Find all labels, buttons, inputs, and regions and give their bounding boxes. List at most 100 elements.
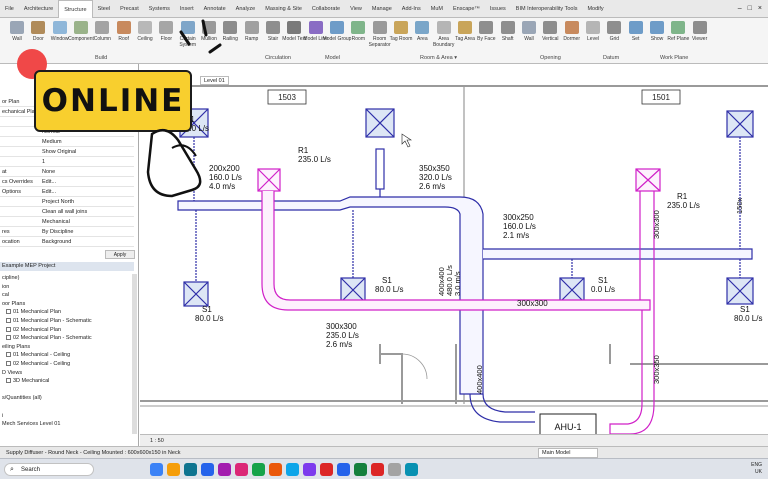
drawing-canvas[interactable]: 1503 1501 — [140, 64, 768, 434]
property-row[interactable]: cs OverridesEdit... — [0, 178, 134, 187]
ribbon-tab-7[interactable]: Annotate — [199, 0, 231, 18]
ribbon-tab-6[interactable]: Insert — [175, 0, 199, 18]
shaft-icon — [501, 21, 515, 34]
browser-tree-item[interactable]: s/Quantities (all) — [2, 394, 42, 402]
keyboard-layout: UK — [751, 469, 762, 476]
property-value[interactable]: Show Original — [42, 148, 76, 157]
door-icon — [31, 21, 45, 34]
ref-plane-icon — [671, 21, 685, 34]
property-value[interactable]: By Discipline — [42, 228, 73, 237]
taskbar-app-icon[interactable] — [167, 463, 180, 476]
system-tray[interactable]: ENG UK — [751, 462, 762, 476]
ribbon-group-label: Build — [95, 55, 107, 61]
browser-tree-item[interactable]: 02 Mechanical - Ceiling — [6, 360, 70, 368]
project-browser-scrollbar[interactable] — [132, 274, 137, 434]
browser-tree-item[interactable]: 02 Mechanical Plan - Schematic — [6, 334, 92, 342]
ribbon-tab-8[interactable]: Analyze — [231, 0, 261, 18]
minimize-icon[interactable]: – — [738, 5, 742, 12]
taskbar-app-icon[interactable] — [218, 463, 231, 476]
browser-tree-item[interactable]: 01 Mechanical Plan — [6, 308, 61, 316]
taskbar-app-icon[interactable] — [320, 463, 333, 476]
window-controls[interactable]: –□ × — [738, 5, 768, 12]
property-row[interactable]: ocationBackground — [0, 238, 134, 247]
property-key: at — [2, 168, 7, 177]
property-value[interactable]: Medium — [42, 138, 62, 147]
maximize-icon[interactable]: □ — [748, 5, 752, 12]
property-value[interactable]: None — [42, 168, 55, 177]
property-row[interactable]: Show Original — [0, 148, 134, 157]
tool-viewer[interactable]: Viewer — [685, 21, 715, 42]
railing-icon — [223, 21, 237, 34]
browser-tree-item[interactable]: 01 Mechanical Plan - Schematic — [6, 317, 92, 325]
apply-button[interactable]: Apply — [105, 250, 135, 259]
ribbon-tab-17[interactable]: BIM Interoperability Tools — [511, 0, 583, 18]
ribbon-tab-18[interactable]: Modify — [582, 0, 608, 18]
browser-tree-item[interactable]: 3D Mechanical — [6, 377, 49, 385]
property-row[interactable]: OptionsEdit... — [0, 188, 134, 197]
ribbon-tab-16[interactable]: Issues — [485, 0, 511, 18]
active-model-selector[interactable]: Main Model — [538, 448, 598, 458]
taskbar-app-icon[interactable] — [184, 463, 197, 476]
ribbon-tab-3[interactable]: Steel — [93, 0, 116, 18]
view-scale[interactable]: 1 : 50 — [150, 438, 164, 444]
ribbon-tab-15[interactable]: Enscape™ — [448, 0, 485, 18]
taskbar-app-icon[interactable] — [337, 463, 350, 476]
browser-tree-item[interactable]: D Views — [2, 369, 22, 377]
browser-tree-item[interactable]: Mech Services Level 01 — [2, 420, 60, 428]
view-tab-level-01[interactable]: Level 01 — [200, 76, 229, 85]
property-value[interactable]: Edit... — [42, 178, 56, 187]
taskbar-search-box[interactable]: ⌕ Search — [4, 463, 94, 476]
ribbon-tab-11[interactable]: View — [345, 0, 367, 18]
taskbar-app-icon[interactable] — [286, 463, 299, 476]
property-value[interactable]: Mechanical — [42, 218, 70, 227]
taskbar-app-icon[interactable] — [201, 463, 214, 476]
mep-drawing: 1503 1501 — [140, 64, 768, 434]
ribbon-tab-10[interactable]: Collaborate — [307, 0, 345, 18]
taskbar-app-icon[interactable] — [303, 463, 316, 476]
property-row[interactable]: 1 — [0, 158, 134, 167]
property-value[interactable]: Background — [42, 238, 71, 247]
taskbar-search-label: Search — [21, 467, 40, 473]
duct-annotation: 0.0 L/s — [591, 285, 615, 294]
ribbon-tab-0[interactable]: File — [0, 0, 19, 18]
ribbon-tab-13[interactable]: Add-Ins — [397, 0, 426, 18]
close-icon[interactable]: × — [758, 5, 762, 12]
taskbar-app-icon[interactable] — [371, 463, 384, 476]
browser-tree-item[interactable]: 02 Mechanical Plan — [6, 326, 61, 334]
property-row[interactable]: resBy Discipline — [0, 228, 134, 237]
browser-tree-item[interactable]: oor Plans — [2, 300, 25, 308]
browser-tree-item[interactable]: ion — [2, 283, 9, 291]
taskbar-app-icon[interactable] — [405, 463, 418, 476]
online-badge: ONLINE — [34, 70, 192, 132]
ribbon-tab-14[interactable]: MuM — [426, 0, 448, 18]
browser-tree-item[interactable]: i — [2, 412, 3, 420]
taskbar-app-icon[interactable] — [235, 463, 248, 476]
duct-annotation: 160.0 L/s — [503, 222, 536, 231]
browser-tree-item[interactable]: cal — [2, 291, 9, 299]
ribbon-tab-2[interactable]: Structure — [58, 0, 92, 18]
property-row[interactable]: Clean all wall joins — [0, 208, 134, 217]
taskbar-app-icon[interactable] — [354, 463, 367, 476]
taskbar-app-icon[interactable] — [388, 463, 401, 476]
ribbon-tab-1[interactable]: Architecture — [19, 0, 58, 18]
property-value[interactable]: Project North — [42, 198, 74, 207]
property-value[interactable]: Edit... — [42, 188, 56, 197]
ribbon-tab-4[interactable]: Precast — [115, 0, 144, 18]
browser-item-label: 02 Mechanical Plan — [13, 327, 61, 333]
property-row[interactable]: Project North — [0, 198, 134, 207]
ribbon-tab-12[interactable]: Manage — [367, 0, 397, 18]
browser-tree-item[interactable]: eiling Plans — [2, 343, 30, 351]
property-value[interactable]: Clean all wall joins — [42, 208, 87, 217]
browser-tree-item[interactable]: 01 Mechanical - Ceiling — [6, 351, 70, 359]
taskbar-app-icon[interactable] — [252, 463, 265, 476]
property-row[interactable]: Medium — [0, 138, 134, 147]
taskbar-app-icon[interactable] — [269, 463, 282, 476]
property-row[interactable]: at None — [0, 168, 134, 177]
taskbar-app-icon[interactable] — [150, 463, 163, 476]
property-row[interactable]: Mechanical — [0, 218, 134, 227]
browser-tree-item[interactable]: cipline) — [2, 274, 19, 282]
ribbon-tab-9[interactable]: Massing & Site — [260, 0, 307, 18]
property-value[interactable]: 1 — [42, 158, 45, 167]
ribbon-tab-5[interactable]: Systems — [144, 0, 175, 18]
duct-size-vertical: 150x — [735, 197, 744, 214]
